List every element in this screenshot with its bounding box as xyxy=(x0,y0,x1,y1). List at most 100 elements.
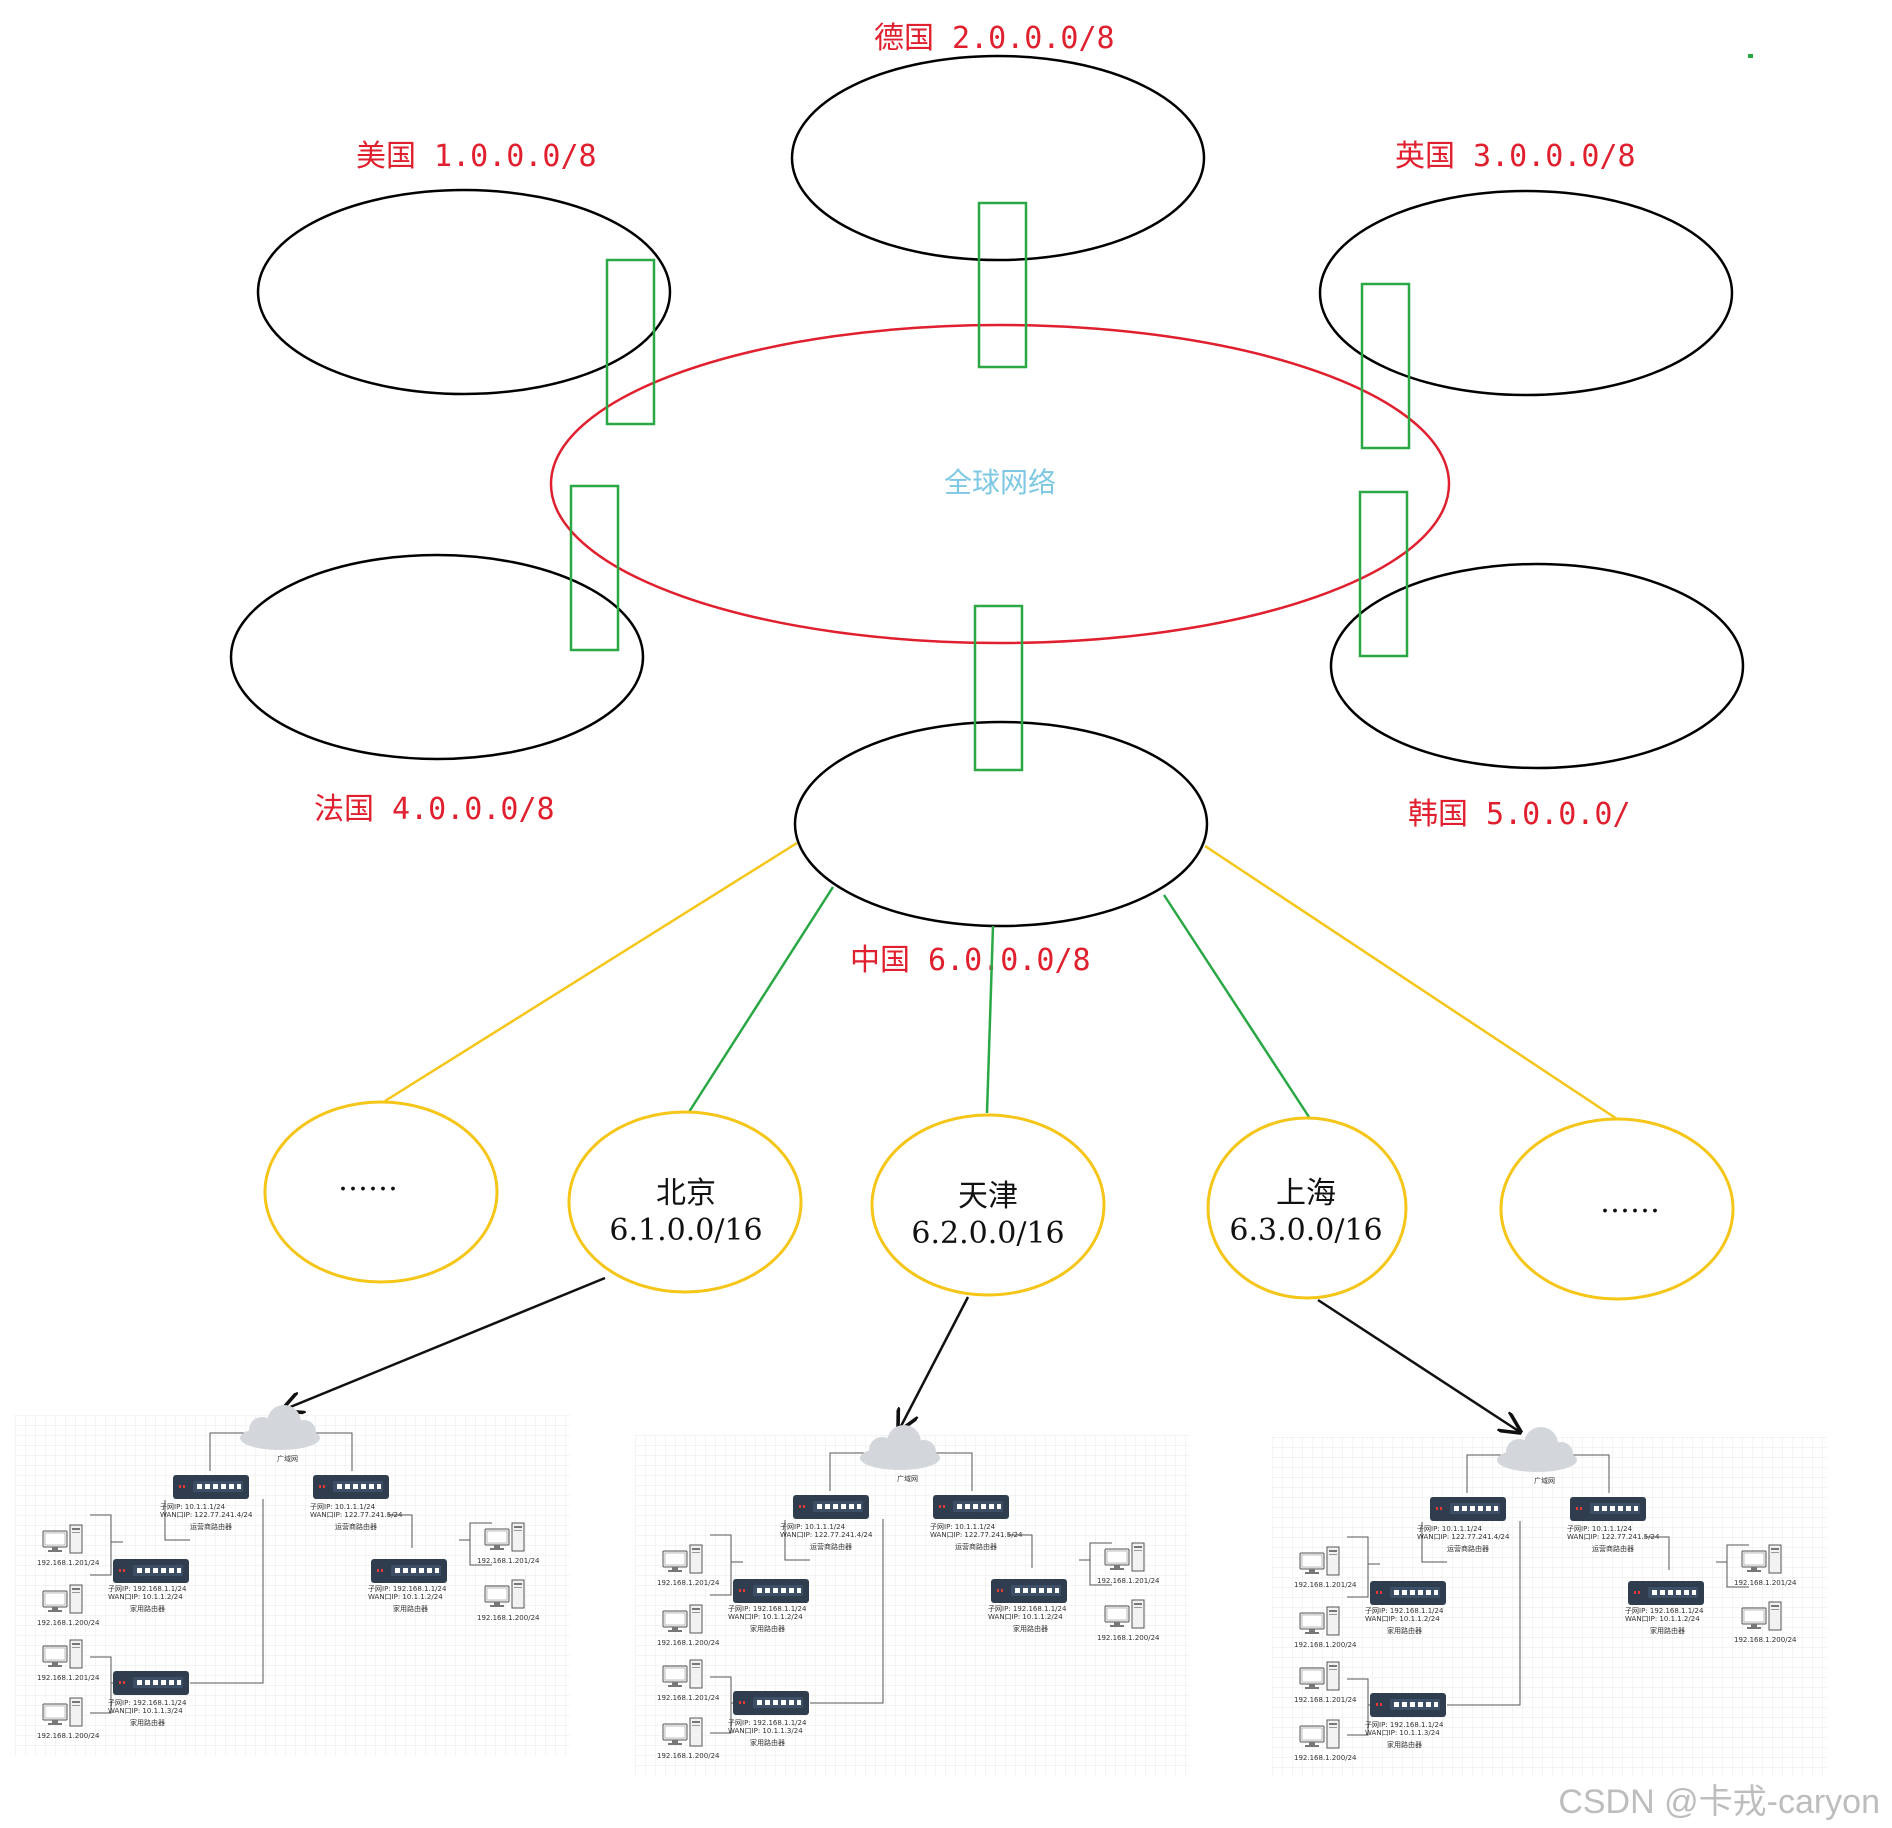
router-icon xyxy=(1370,1693,1446,1717)
gateway-korea xyxy=(1358,490,1409,658)
pc-label: 192.168.1.201/24 xyxy=(37,1674,100,1682)
home-router-2-lan: 子网IP: 192.168.1.1/24 xyxy=(988,1605,1067,1613)
router-icon xyxy=(173,1475,249,1499)
home-router-3-wan: WAN口IP: 10.1.1.3/24 xyxy=(108,1707,183,1715)
city-section: …… 北京 6.1.0.0/16 天津 6.2.0.0/16 上海 6.3.0.… xyxy=(263,1100,1735,1301)
china-network xyxy=(793,720,1209,928)
router-icon xyxy=(371,1559,447,1583)
gateway-usa xyxy=(605,258,656,426)
cloud-label: 广域网 xyxy=(897,1474,918,1483)
pc-label: 192.168.1.201/24 xyxy=(477,1557,540,1565)
pc-label: 192.168.1.200/24 xyxy=(1294,1754,1357,1762)
pc-label: 192.168.1.200/24 xyxy=(657,1639,720,1647)
isp-router-b-wan: WAN口IP: 122.77.241.5/24 xyxy=(310,1511,403,1519)
lan-grid xyxy=(635,1435,1190,1775)
label-usa: 美国 1.0.0.0/8 xyxy=(356,139,597,174)
city-lan-arrows xyxy=(283,1276,1520,1432)
home-router-1-wan: WAN口IP: 10.1.1.2/24 xyxy=(1365,1615,1440,1623)
router-icon xyxy=(933,1495,1009,1519)
link-beijing xyxy=(687,886,835,1113)
pc-label: 192.168.1.200/24 xyxy=(1097,1634,1160,1642)
arrow-shanghai-lan xyxy=(1317,1298,1520,1432)
home-router-1-lan: 子网IP: 192.168.1.1/24 xyxy=(1365,1607,1444,1615)
city-right-more xyxy=(1499,1117,1735,1301)
label-uk: 英国 3.0.0.0/8 xyxy=(1395,139,1636,174)
home-router-2-label: 家用路由器 xyxy=(1013,1624,1048,1633)
label-china: 中国 6.0.0.0/8 xyxy=(850,943,1091,978)
pc-label: 192.168.1.201/24 xyxy=(1734,1579,1797,1587)
cloud-label: 广域网 xyxy=(277,1454,298,1463)
router-icon xyxy=(313,1475,389,1499)
city-tianjin-net: 6.2.0.0/16 xyxy=(911,1216,1064,1251)
router-icon xyxy=(733,1691,809,1715)
home-router-2-wan: WAN口IP: 10.1.1.2/24 xyxy=(988,1613,1063,1621)
city-shanghai xyxy=(1206,1116,1408,1300)
pc-label: 192.168.1.201/24 xyxy=(37,1559,100,1567)
global-network-ring xyxy=(549,323,1451,645)
home-router-1-lan: 子网IP: 192.168.1.1/24 xyxy=(108,1585,187,1593)
city-tianjin xyxy=(870,1113,1106,1297)
home-router-2-label: 家用路由器 xyxy=(1650,1626,1685,1635)
pc-label: 192.168.1.201/24 xyxy=(1294,1581,1357,1589)
home-router-3-lan: 子网IP: 192.168.1.1/24 xyxy=(1365,1721,1444,1729)
isp-router-b-label: 运营商路由器 xyxy=(1592,1544,1634,1553)
home-router-3-label: 家用路由器 xyxy=(130,1718,165,1727)
lan-diagram-shanghai: 广域网 子网IP: 10.1.1.1/24 WAN口IP: 122.77.241… xyxy=(1272,1427,1827,1777)
cloud-icon xyxy=(860,1425,940,1470)
isp-router-a-lan: 子网IP: 10.1.1.1/24 xyxy=(780,1523,846,1531)
gateway-china xyxy=(973,604,1024,772)
lan-diagram-tianjin: 广域网 子网IP: 10.1.1.1/24 WAN口IP: 122.77.241… xyxy=(635,1425,1190,1775)
isp-router-b-lan: 子网IP: 10.1.1.1/24 xyxy=(1567,1525,1633,1533)
home-router-1-label: 家用路由器 xyxy=(130,1604,165,1613)
pc-label: 192.168.1.200/24 xyxy=(657,1752,720,1760)
cloud-label: 广域网 xyxy=(1534,1476,1555,1485)
watermark: CSDN @卡戎-caryon xyxy=(1558,1783,1880,1821)
home-router-1-wan: WAN口IP: 10.1.1.2/24 xyxy=(728,1613,803,1621)
isp-router-a-wan: WAN口IP: 122.77.241.4/24 xyxy=(1417,1533,1510,1541)
home-router-1-label: 家用路由器 xyxy=(750,1624,785,1633)
router-icon xyxy=(733,1579,809,1603)
home-router-3-label: 家用路由器 xyxy=(750,1738,785,1747)
city-shanghai-net: 6.3.0.0/16 xyxy=(1229,1213,1382,1248)
lan-grid xyxy=(15,1415,570,1755)
home-router-3-label: 家用路由器 xyxy=(1387,1740,1422,1749)
gateway-france xyxy=(569,484,620,652)
label-korea: 韩国 5.0.0.0/ xyxy=(1408,797,1631,832)
isp-router-a-label: 运营商路由器 xyxy=(190,1522,232,1531)
pc-label: 192.168.1.200/24 xyxy=(1734,1636,1797,1644)
city-beijing-name: 北京 xyxy=(656,1176,716,1211)
usa-network xyxy=(256,188,672,396)
city-tianjin-name: 天津 xyxy=(958,1179,1018,1214)
label-france: 法国 4.0.0.0/8 xyxy=(314,792,555,827)
germany-network xyxy=(790,54,1206,262)
lan-wires xyxy=(1347,1454,1749,1736)
home-router-1-wan: WAN口IP: 10.1.1.2/24 xyxy=(108,1593,183,1601)
lan-wires xyxy=(710,1452,1112,1734)
home-router-3-lan: 子网IP: 192.168.1.1/24 xyxy=(728,1719,807,1727)
pc-label: 192.168.1.201/24 xyxy=(1294,1696,1357,1704)
isp-router-a-label: 运营商路由器 xyxy=(1447,1544,1489,1553)
router-icon xyxy=(991,1579,1067,1603)
home-router-2-lan: 子网IP: 192.168.1.1/24 xyxy=(368,1585,447,1593)
gateway-uk xyxy=(1360,282,1411,450)
pc-label: 192.168.1.201/24 xyxy=(657,1579,720,1587)
router-icon xyxy=(113,1671,189,1695)
pc-label: 192.168.1.200/24 xyxy=(1294,1641,1357,1649)
label-germany: 德国 2.0.0.0/8 xyxy=(874,21,1115,56)
arrow-tianjin-lan xyxy=(899,1296,970,1430)
pc-label: 192.168.1.200/24 xyxy=(37,1732,100,1740)
isp-router-b-label: 运营商路由器 xyxy=(955,1542,997,1551)
router-icon xyxy=(1370,1581,1446,1605)
lan-diagram-beijing: 广域网 子网IP: 10.1.1.1/24 WAN口IP: 122.77.241… xyxy=(15,1405,570,1755)
home-router-3-lan: 子网IP: 192.168.1.1/24 xyxy=(108,1699,187,1707)
isp-router-a-label: 运营商路由器 xyxy=(810,1542,852,1551)
home-router-2-wan: WAN口IP: 10.1.1.2/24 xyxy=(368,1593,443,1601)
global-network-section: 全球网络 德国 2.0.0.0/8 美国 1.0.0.0/8 英国 3.0.0.… xyxy=(229,21,1753,978)
link-tianjin xyxy=(985,925,995,1114)
router-icon xyxy=(1430,1497,1506,1521)
isp-router-b-lan: 子网IP: 10.1.1.1/24 xyxy=(310,1503,376,1511)
uk-network xyxy=(1318,189,1734,397)
global-network-label: 全球网络 xyxy=(944,466,1056,499)
home-router-2-label: 家用路由器 xyxy=(393,1604,428,1613)
china-city-links xyxy=(384,841,1618,1121)
